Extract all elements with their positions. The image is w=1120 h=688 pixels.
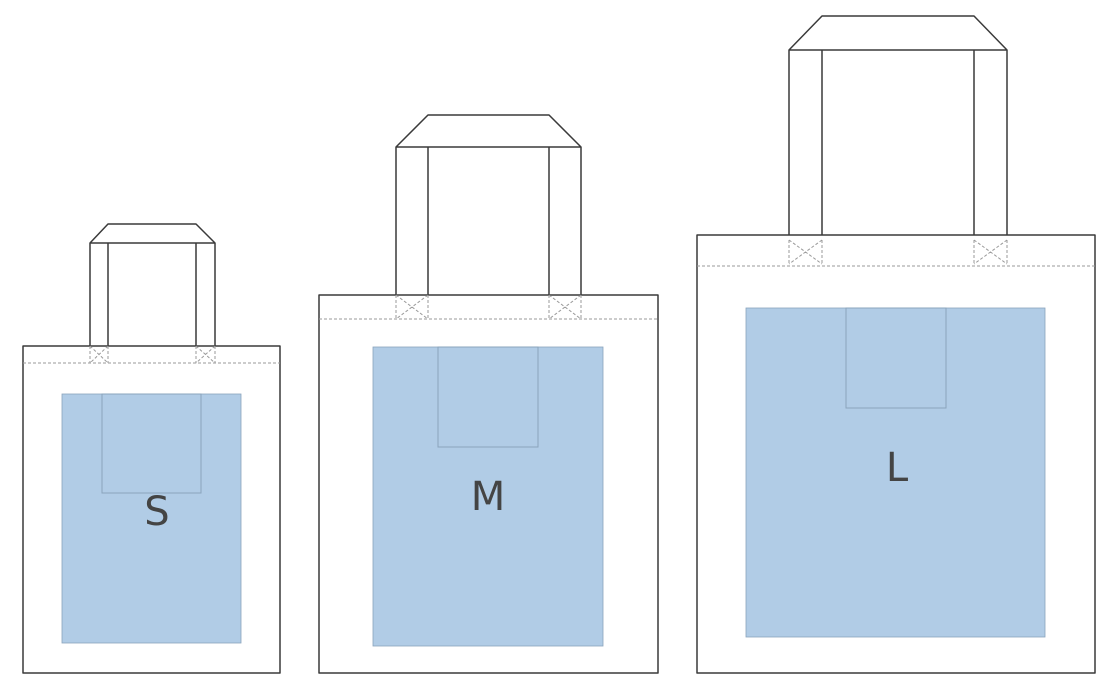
- size-label-l: L: [886, 445, 909, 491]
- stitch-cross-m-left: [395, 294, 429, 320]
- handle-s: [89, 223, 216, 346]
- stitch-cross-l-left: [788, 239, 823, 265]
- size-label-m: M: [471, 474, 506, 520]
- tote-bag-l: L: [696, 15, 1096, 674]
- tote-bag-s: S: [22, 223, 281, 674]
- print-area-l: [745, 307, 1046, 638]
- stitch-cross-m-right: [548, 294, 582, 320]
- bag-body-l: [696, 234, 1096, 674]
- stitch-cross-s-left: [89, 345, 109, 364]
- handle-m: [395, 114, 582, 295]
- stitch-cross-s-right: [195, 345, 216, 364]
- size-label-s: S: [144, 489, 169, 535]
- bag-body-m: [318, 294, 659, 674]
- bag-body-s: [22, 345, 281, 674]
- tote-bag-m: M: [318, 114, 659, 674]
- stitch-cross-l-right: [973, 239, 1008, 265]
- print-area-s: [61, 393, 242, 644]
- print-area-m: [372, 346, 604, 647]
- pocket-m: [437, 346, 539, 448]
- handle-l: [788, 15, 1008, 235]
- pocket-s: [101, 393, 202, 494]
- pocket-l: [845, 307, 947, 409]
